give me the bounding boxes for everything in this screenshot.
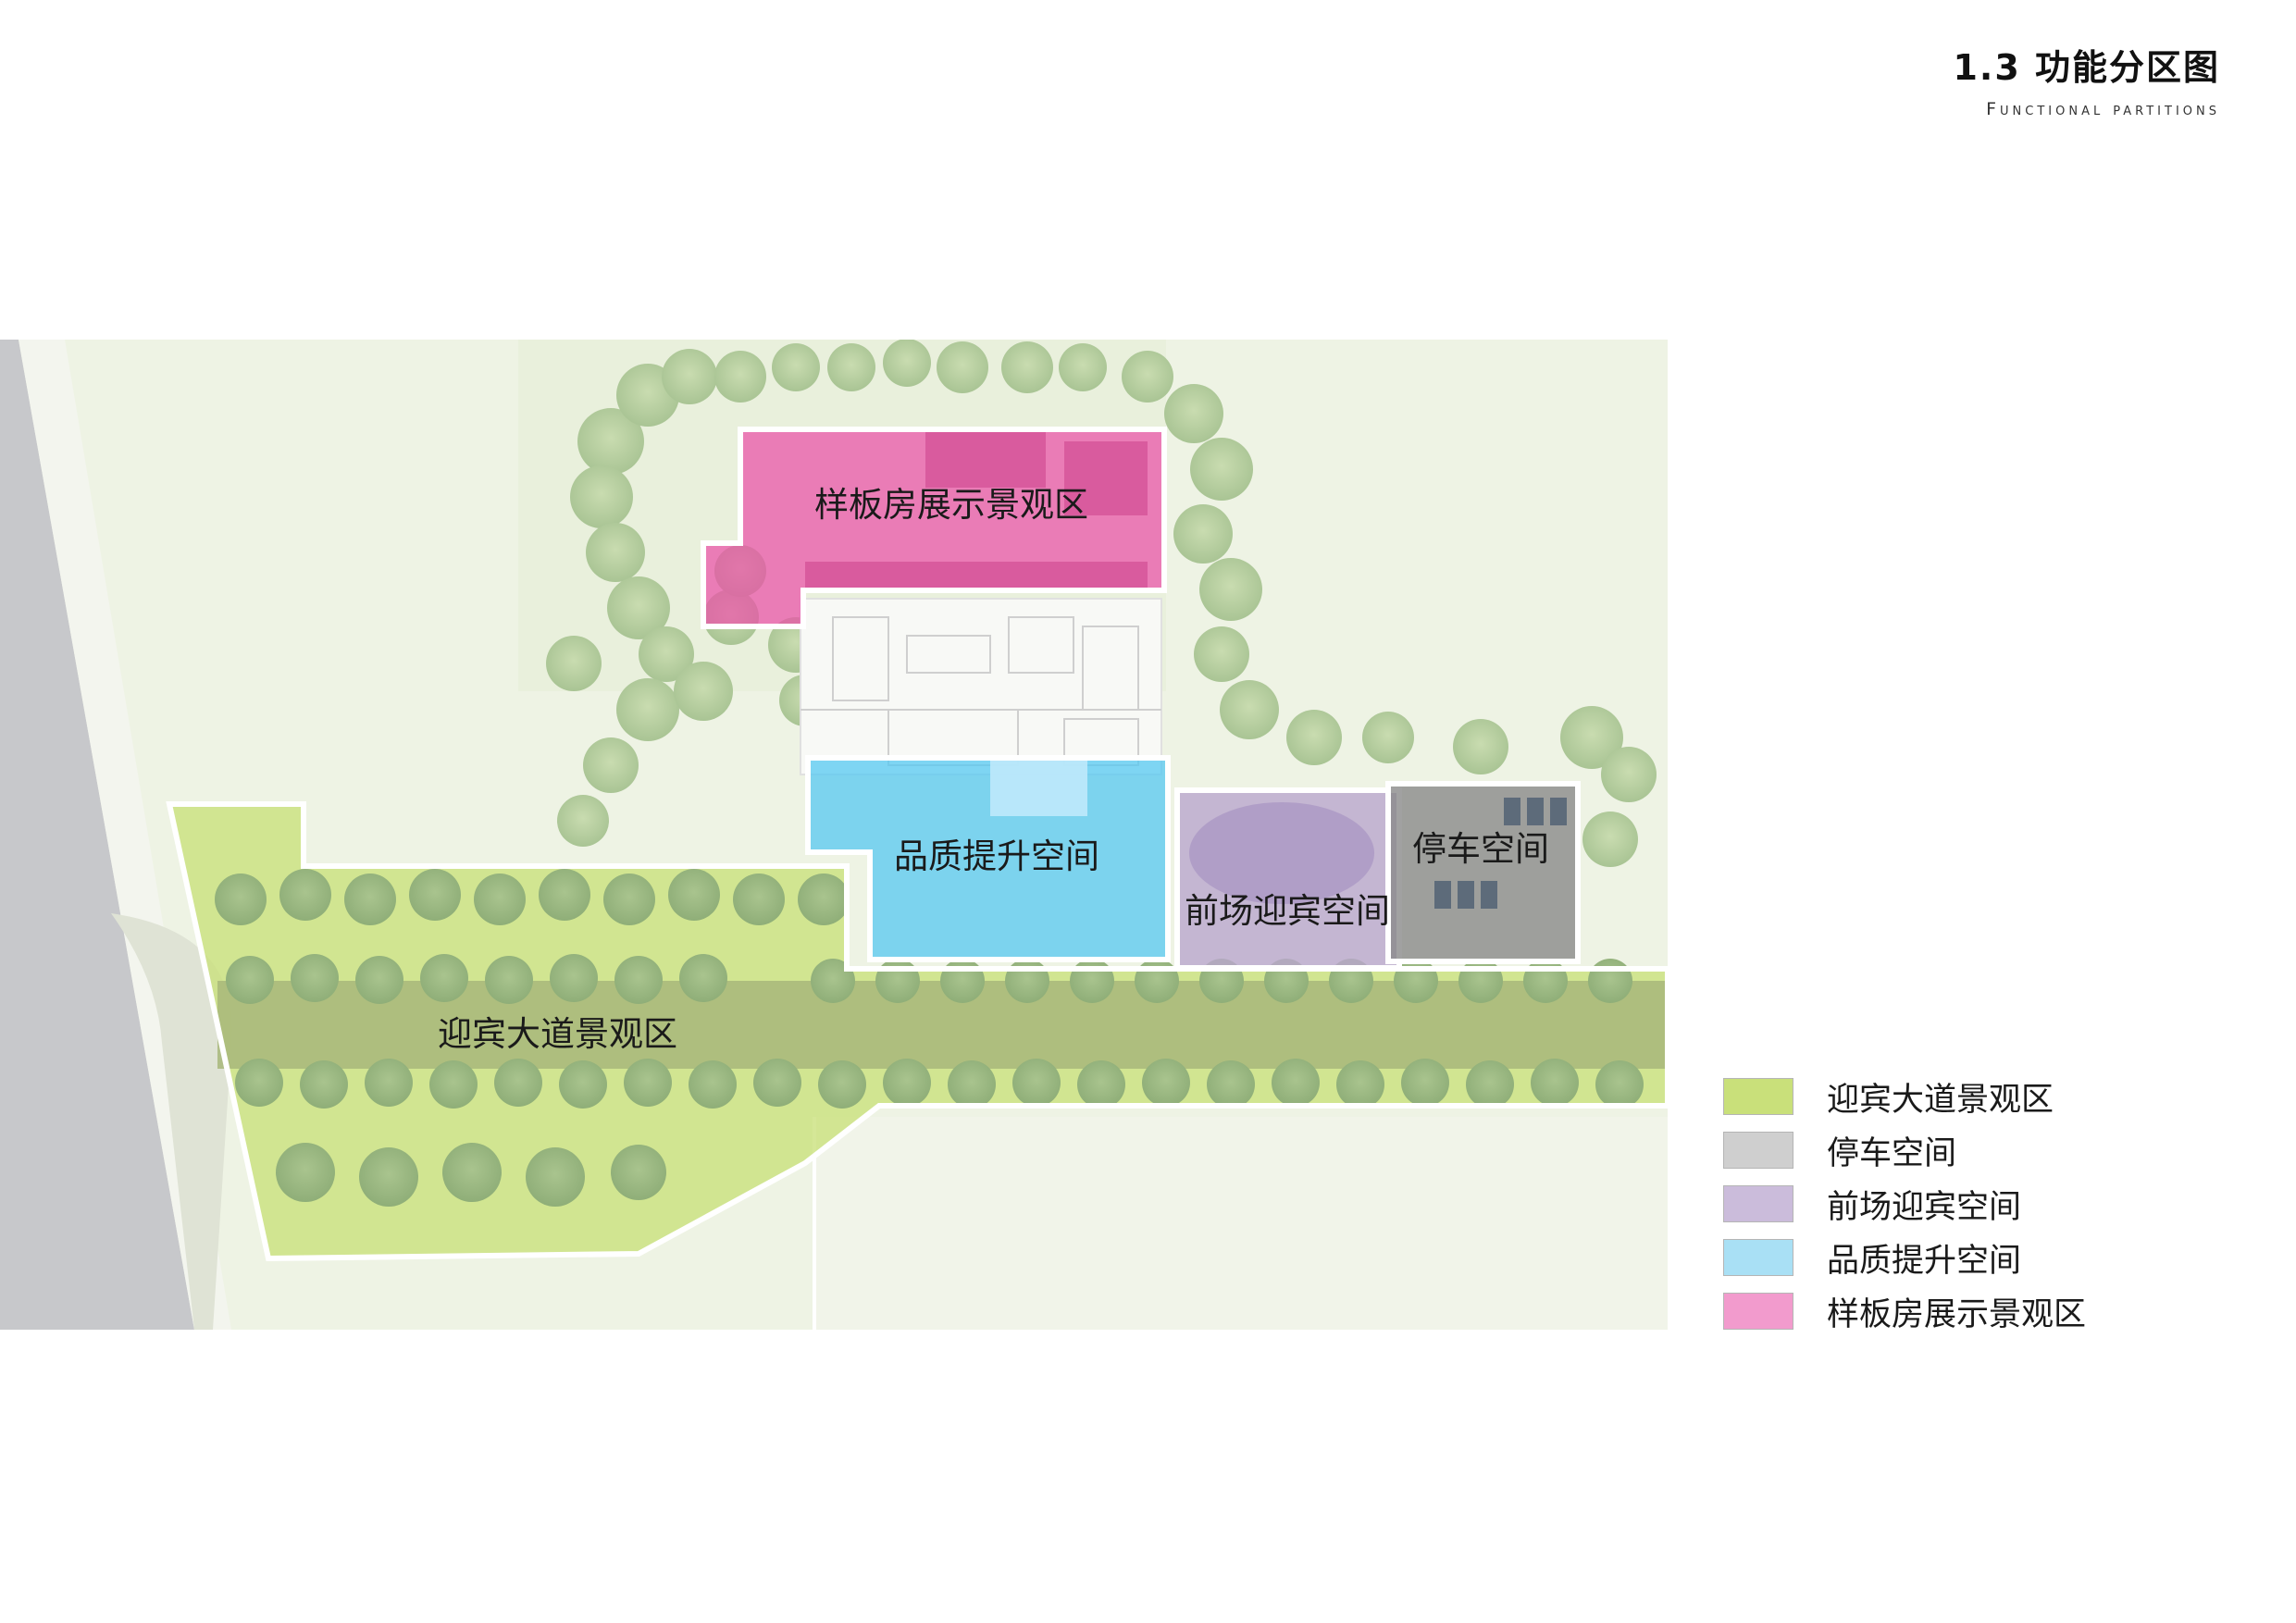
legend-label: 前场迎宾空间 xyxy=(1827,1188,2022,1226)
avenue-trees xyxy=(215,869,1644,1207)
quality-pavilion xyxy=(990,761,1087,816)
legend-item-forecourt: 前场迎宾空间 xyxy=(1723,1177,2086,1231)
site-plan-map: 样板房展示景观区 品质提升空间 前场迎宾空间 停车空间 迎宾大道景观区 xyxy=(0,340,1668,1330)
legend-label: 样板房展示景观区 xyxy=(1827,1295,2087,1333)
label-avenue: 迎宾大道景观区 xyxy=(438,1014,677,1054)
label-quality: 品质提升空间 xyxy=(894,836,1099,876)
showroom-details xyxy=(805,432,1148,589)
lawn-south xyxy=(814,1117,1668,1330)
legend-swatch-parking xyxy=(1723,1132,1793,1169)
label-showroom: 样板房展示景观区 xyxy=(814,485,1088,525)
legend-item-quality: 品质提升空间 xyxy=(1723,1231,2086,1284)
site-plan-svg xyxy=(0,340,1668,1330)
zone-parking xyxy=(1388,784,1578,961)
legend-item-avenue: 迎宾大道景观区 xyxy=(1723,1070,2086,1123)
zone-parking-outline xyxy=(1385,781,1581,964)
forecourt-plaza xyxy=(1189,802,1374,904)
page-subtitle: Functional partitions xyxy=(1986,99,2220,119)
clubhouse-floorplan xyxy=(800,598,1162,775)
tree-ring xyxy=(546,340,1657,867)
parking-cars xyxy=(1434,798,1567,909)
legend: 迎宾大道景观区 停车空间 前场迎宾空间 品质提升空间 样板房展示景观区 xyxy=(1723,1070,2086,1338)
zone-quality-outline xyxy=(805,755,1171,962)
page-title: 1.3 功能分区图 xyxy=(1953,47,2220,88)
legend-item-showroom: 样板房展示景观区 xyxy=(1723,1284,2086,1338)
legend-swatch-quality xyxy=(1723,1239,1793,1276)
zone-avenue-outline xyxy=(166,801,1668,1262)
label-forecourt: 前场迎宾空间 xyxy=(1185,891,1390,931)
legend-item-parking: 停车空间 xyxy=(1723,1123,2086,1177)
road-curve xyxy=(111,913,232,1330)
label-parking: 停车空间 xyxy=(1412,829,1549,869)
zone-showroom-outline xyxy=(701,427,1167,629)
legend-label: 迎宾大道景观区 xyxy=(1827,1081,2054,1119)
title-block: 1.3 功能分区图 Functional partitions xyxy=(1953,39,2220,119)
legend-swatch-avenue xyxy=(1723,1078,1793,1115)
legend-label: 品质提升空间 xyxy=(1827,1242,2022,1280)
legend-swatch-forecourt xyxy=(1723,1185,1793,1222)
road-asphalt xyxy=(0,340,194,1330)
legend-label: 停车空间 xyxy=(1827,1134,1957,1172)
legend-swatch-showroom xyxy=(1723,1293,1793,1330)
